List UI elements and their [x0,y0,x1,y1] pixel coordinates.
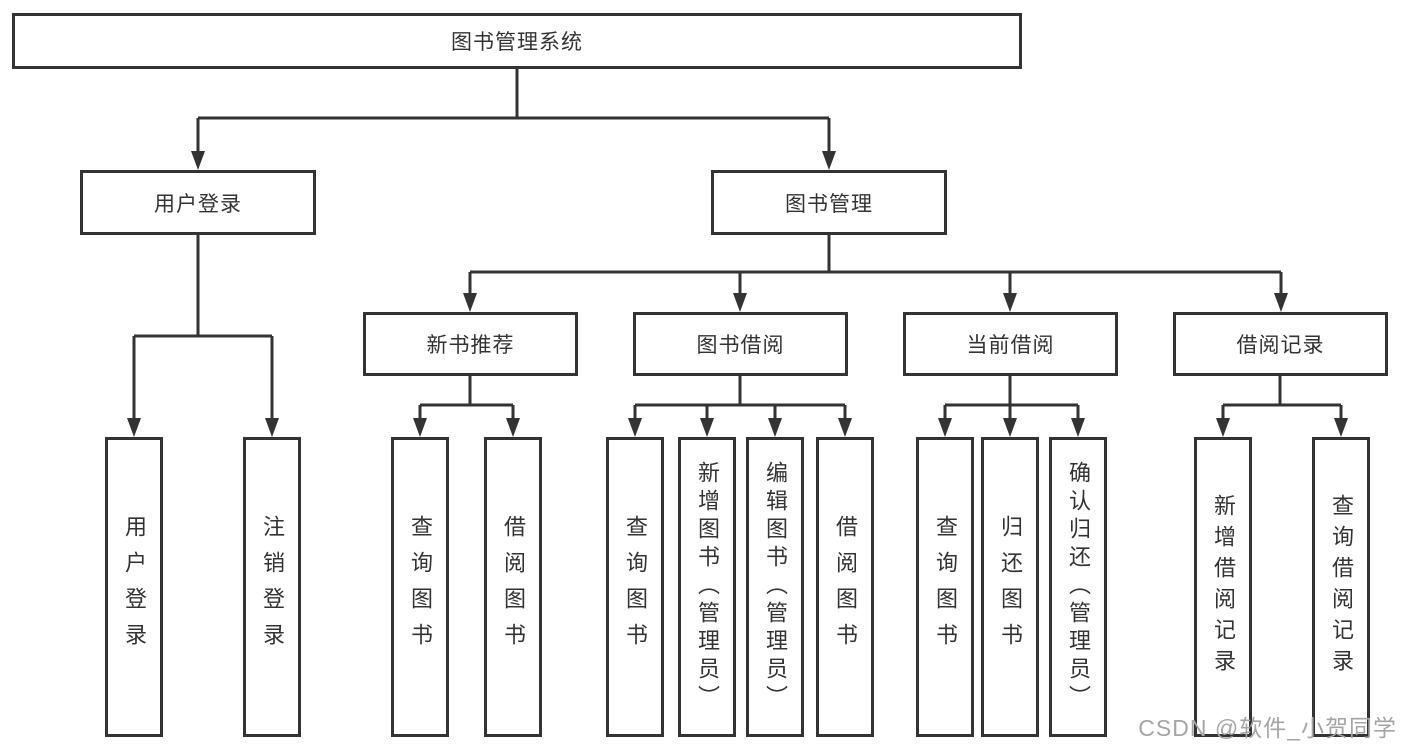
connector-user-login-children [127,235,279,437]
node-borrow-records: 借阅记录 [1173,312,1388,376]
connector-book-management-children [463,235,1288,312]
leaf-logout-login: 注销登录 [243,437,301,737]
leaf-current-confirm-return-admin: 确认归还（管理员） [1049,437,1107,737]
leaf-user-login: 用户登录 [105,437,163,737]
csdn-watermark: CSDN @软件_小贺同学 [1138,715,1397,741]
connector-root-to-level2 [191,69,836,170]
connector-new-book-children [413,376,520,437]
leaf-newbook-borrow-books: 借阅图书 [484,437,542,737]
node-new-book-recommend: 新书推荐 [363,312,578,376]
leaf-borrow-borrow-books: 借阅图书 [816,437,874,737]
node-book-management: 图书管理 [711,170,947,235]
connector-current-borrow-children [938,376,1085,437]
leaf-borrow-edit-books-admin: 编辑图书（管理员） [746,437,804,737]
leaf-borrow-query-books: 查询图书 [606,437,664,737]
leaf-borrow-add-books-admin: 新增图书（管理员） [678,437,736,737]
connector-book-borrow-children [628,376,852,437]
leaf-current-return-books: 归还图书 [981,437,1039,737]
node-book-borrow: 图书借阅 [633,312,848,376]
node-root-system: 图书管理系统 [12,13,1022,69]
connector-borrow-records-children [1216,376,1348,437]
node-current-borrow: 当前借阅 [903,312,1118,376]
node-user-login: 用户登录 [80,170,316,235]
leaf-current-query-books: 查询图书 [916,437,974,737]
leaf-records-add-borrow-record: 新增借阅记录 [1194,437,1252,737]
leaf-newbook-query-books: 查询图书 [391,437,449,737]
leaf-records-query-borrow-record: 查询借阅记录 [1312,437,1370,737]
